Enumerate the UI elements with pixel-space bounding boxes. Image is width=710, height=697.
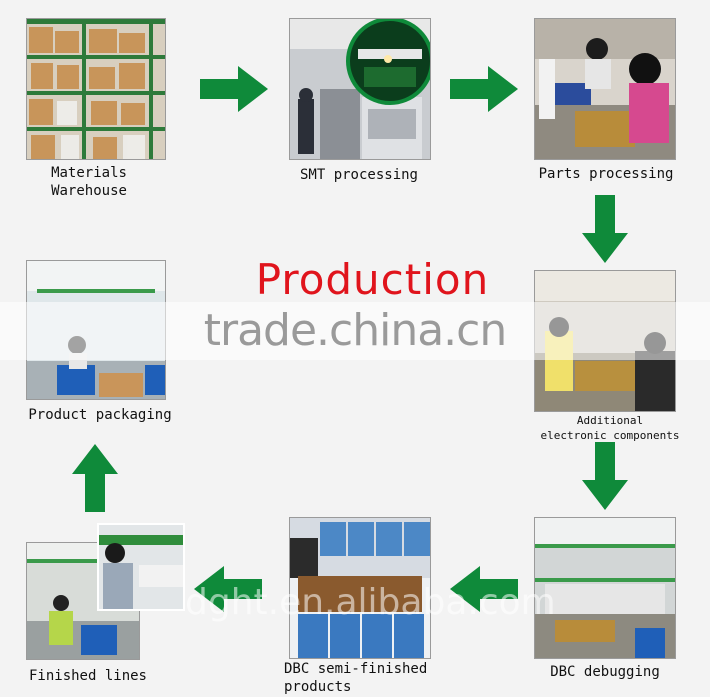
- photo-dbc-debugging: [534, 517, 676, 659]
- photo-dbc-semi-finished: [289, 517, 431, 659]
- watermark-bottom-text: dght.en.alibaba.com: [185, 582, 556, 623]
- arrow-down-1: [582, 195, 628, 263]
- arrow-left-shape: [450, 566, 518, 612]
- arrow-left-shape: [194, 566, 262, 612]
- arrow-up-1: [72, 444, 118, 512]
- photo-smt-processing: [289, 18, 431, 160]
- arrow-down-2: [582, 442, 628, 510]
- watermark-band: [0, 302, 710, 360]
- label-dbc-debugging: DBC debugging: [550, 664, 660, 680]
- arrow-left-2: [194, 566, 262, 612]
- arrow-right-2: [450, 66, 518, 112]
- arrow-up-shape: [72, 444, 118, 512]
- photo-finished-lines-inset: [97, 523, 185, 611]
- photo-parts-processing: [534, 18, 676, 160]
- diagram-title: Production: [255, 255, 490, 304]
- arrow-left-1: [450, 566, 518, 612]
- photo-additional-components: [534, 270, 676, 412]
- arrow-right-shape: [450, 66, 518, 112]
- watermark-text: trade.china.cn: [203, 305, 508, 356]
- label-parts-processing: Parts processing: [538, 166, 674, 182]
- label-dbc-semi-finished: DBC semi-finished products: [284, 661, 428, 695]
- photo-materials-warehouse: [26, 18, 166, 160]
- arrow-down-shape: [582, 195, 628, 263]
- label-product-packaging: Product packaging: [28, 407, 172, 423]
- arrow-down-shape: [582, 442, 628, 510]
- label-smt-processing: SMT processing: [299, 167, 418, 183]
- label-finished-lines: Finished lines: [28, 668, 147, 684]
- arrow-right-shape: [200, 66, 268, 112]
- arrow-right-1: [200, 66, 268, 112]
- label-materials-warehouse: Materials Warehouse: [51, 165, 127, 199]
- label-additional-components: Additional electronic components: [540, 414, 680, 442]
